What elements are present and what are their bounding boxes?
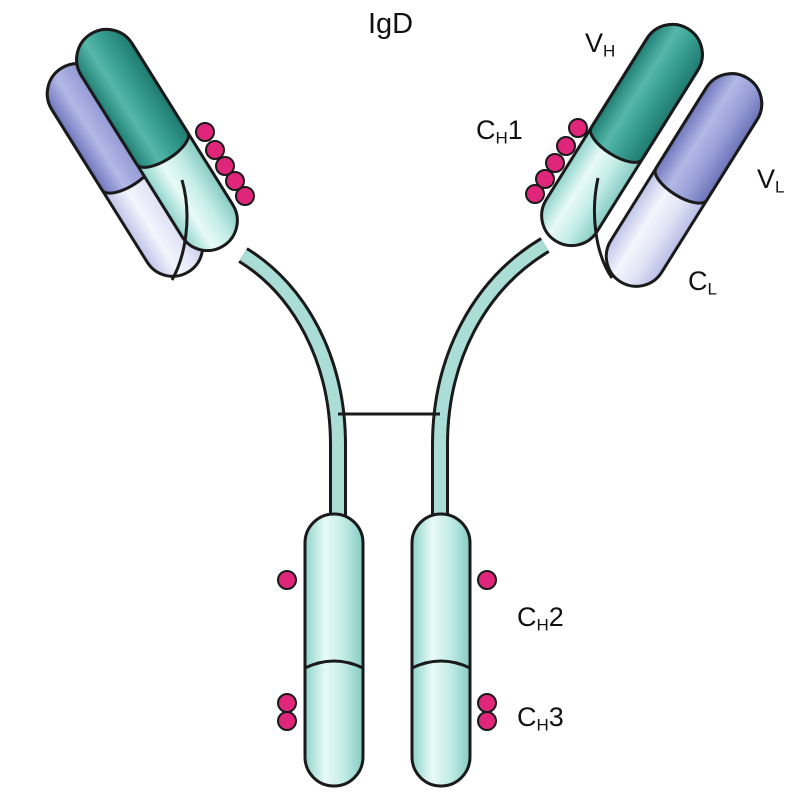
label-cl-sub: L: [707, 279, 717, 299]
right-heavy-chain-fab: [540, 22, 704, 248]
right-vh-segment: [589, 22, 704, 164]
right-fc-chain: [410, 512, 472, 788]
label-ch2: CH2: [517, 602, 564, 635]
left-heavy-chain-fab: [75, 27, 239, 253]
fc-region: [303, 512, 472, 788]
label-vl-sub: L: [775, 177, 785, 197]
label-ch1: CH1: [476, 115, 523, 148]
label-ch3-suffix: 3: [548, 702, 564, 732]
diagram-title: IgD: [368, 8, 414, 40]
label-vh-main: V: [585, 28, 604, 58]
label-vh: VH: [585, 28, 616, 61]
label-ch1-main: C: [476, 115, 496, 145]
label-vh-sub: H: [603, 41, 616, 61]
label-ch2-sub: H: [536, 615, 549, 635]
label-vl: VL: [757, 164, 785, 197]
carbohydrate-dot: [235, 186, 255, 206]
carbohydrate-groups: [195, 118, 588, 731]
carbohydrate-dot: [195, 122, 215, 142]
label-cl: CL: [688, 266, 717, 299]
carbohydrate-dot: [556, 136, 576, 156]
right-light-chain-link: [592, 177, 614, 279]
label-ch2-suffix: 2: [548, 602, 564, 632]
label-vl-main: V: [757, 164, 776, 194]
hinge-region: [238, 237, 550, 520]
left-vh-segment: [75, 27, 190, 169]
carbohydrate-dot: [525, 184, 545, 204]
carbohydrate-dot: [535, 169, 555, 189]
label-ch3-sub: H: [536, 715, 549, 735]
right-light-chain: [604, 72, 764, 288]
carbohydrate-dot: [477, 570, 497, 590]
left-light-chain-link: [170, 179, 189, 281]
carbohydrate-dot: [477, 693, 497, 713]
label-ch2-main: C: [517, 602, 537, 632]
label-ch1-sub: H: [495, 128, 508, 148]
carbohydrate-dot: [477, 711, 497, 731]
carbohydrate-dot: [568, 118, 588, 138]
label-ch3: CH3: [517, 702, 564, 735]
carbohydrate-dot: [215, 156, 235, 176]
carbohydrate-dot: [205, 140, 225, 160]
label-ch3-main: C: [517, 702, 537, 732]
carbohydrate-dot: [277, 693, 297, 713]
left-light-chain: [45, 62, 205, 278]
carbohydrate-dot: [545, 153, 565, 173]
carbohydrate-dot: [277, 570, 297, 590]
carbohydrate-dot: [225, 171, 245, 191]
carbohydrate-dot: [277, 711, 297, 731]
left-fc-chain: [303, 512, 365, 788]
right-vl-segment: [653, 72, 764, 205]
label-cl-main: C: [688, 266, 708, 296]
label-ch1-suffix: 1: [507, 115, 523, 145]
